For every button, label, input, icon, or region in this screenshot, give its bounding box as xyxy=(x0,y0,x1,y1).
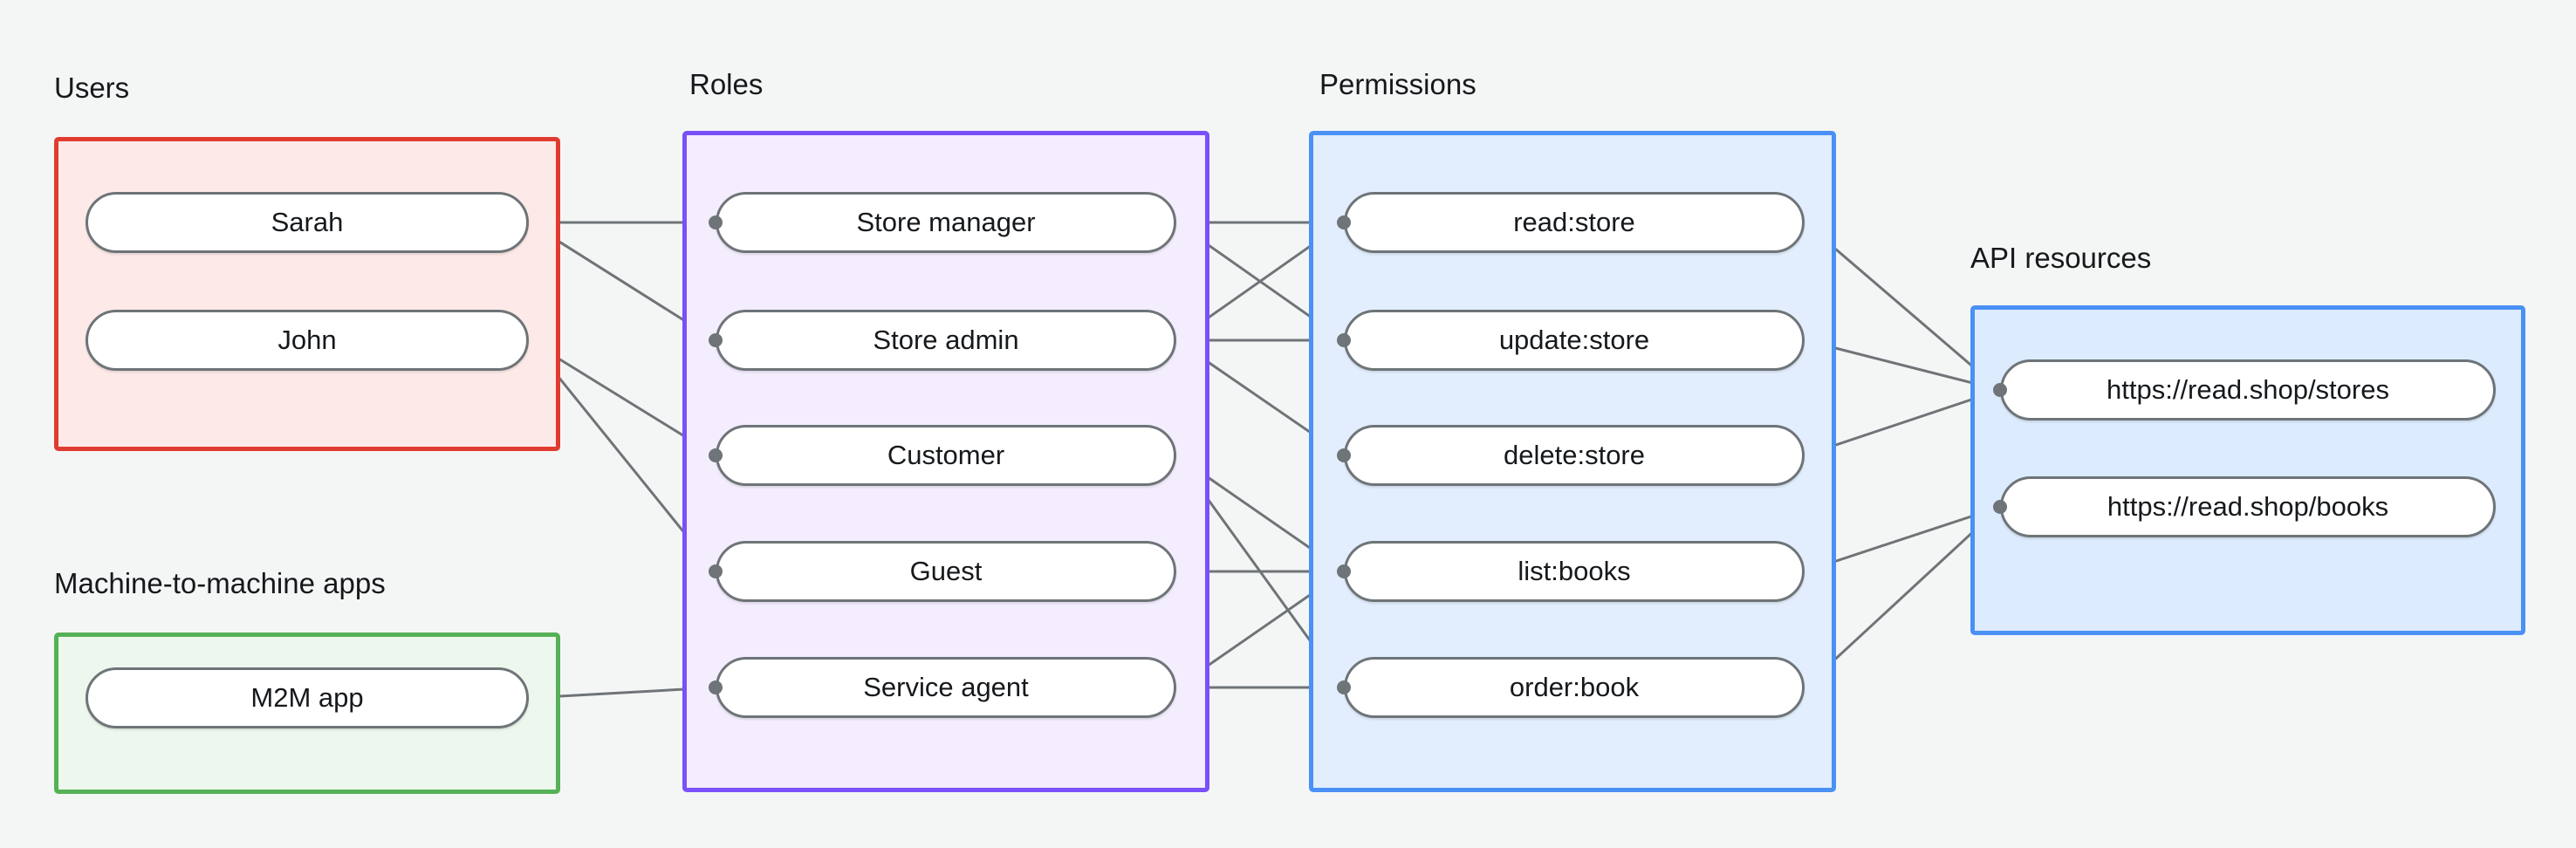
node-sarah[interactable]: Sarah xyxy=(86,192,529,253)
port-dot-list_books xyxy=(1337,564,1351,578)
node-delete_store[interactable]: delete:store xyxy=(1344,425,1805,486)
node-customer[interactable]: Customer xyxy=(716,425,1176,486)
node-guest[interactable]: Guest xyxy=(716,541,1176,602)
port-dot-update_store xyxy=(1337,333,1351,347)
group-label-m2m: Machine-to-machine apps xyxy=(54,567,386,599)
port-dot-service_agent xyxy=(709,680,723,694)
node-res_books[interactable]: https://read.shop/books xyxy=(2000,476,2496,537)
port-dot-customer xyxy=(709,448,723,462)
node-m2mapp[interactable]: M2M app xyxy=(86,667,529,728)
group-box-users xyxy=(54,137,560,451)
node-update_store[interactable]: update:store xyxy=(1344,310,1805,371)
port-dot-store_manager xyxy=(709,215,723,229)
group-label-api: API resources xyxy=(1970,242,2152,274)
port-dot-res_books xyxy=(1993,500,2007,514)
port-dot-store_admin xyxy=(709,333,723,347)
port-dot-delete_store xyxy=(1337,448,1351,462)
port-dot-guest xyxy=(709,564,723,578)
node-store_manager[interactable]: Store manager xyxy=(716,192,1176,253)
node-res_stores[interactable]: https://read.shop/stores xyxy=(2000,359,2496,421)
group-label-roles: Roles xyxy=(689,68,764,100)
node-john[interactable]: John xyxy=(86,310,529,371)
port-dot-read_store xyxy=(1337,215,1351,229)
port-dot-res_stores xyxy=(1993,383,2007,397)
node-order_book[interactable]: order:book xyxy=(1344,657,1805,718)
group-box-api xyxy=(1970,305,2525,635)
group-label-users: Users xyxy=(54,72,130,104)
node-list_books[interactable]: list:books xyxy=(1344,541,1805,602)
node-service_agent[interactable]: Service agent xyxy=(716,657,1176,718)
node-read_store[interactable]: read:store xyxy=(1344,192,1805,253)
port-dot-order_book xyxy=(1337,680,1351,694)
group-label-permissions: Permissions xyxy=(1319,68,1476,100)
node-store_admin[interactable]: Store admin xyxy=(716,310,1176,371)
